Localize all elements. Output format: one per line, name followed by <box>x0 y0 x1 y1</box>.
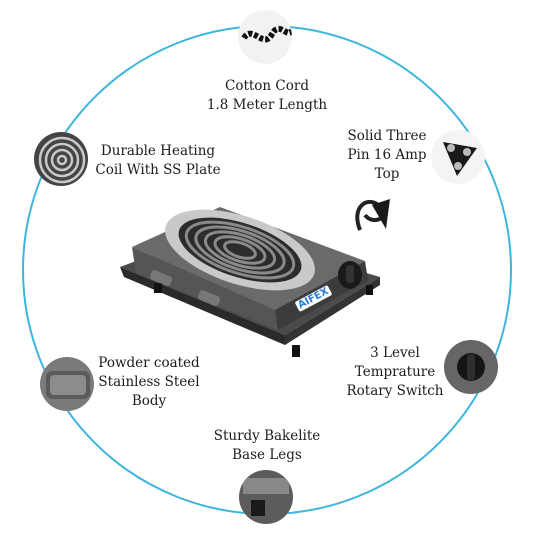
body-feature-label: Powder coated Stainless Steel Body <box>88 354 210 411</box>
legs-feature-label: Sturdy Bakelite Base Legs <box>202 427 332 465</box>
switch-line-3: Rotary Switch <box>346 383 444 399</box>
plug-thumbnail <box>431 130 485 184</box>
coil-feature-label: Durable Heating Coil With SS Plate <box>88 142 228 180</box>
switch-line-2: Temprature <box>354 364 436 380</box>
cord-line-2: 1.8 Meter Length <box>206 97 328 113</box>
cord-thumbnail <box>238 10 292 64</box>
coil-thumbnail <box>34 132 88 186</box>
switch-line-1: 3 Level <box>370 345 420 361</box>
pin-feature-label: Solid Three Pin 16 Amp Top <box>335 127 439 184</box>
body-line-3: Body <box>131 393 167 409</box>
legs-line-1: Sturdy Bakelite <box>213 428 321 444</box>
pin-line-2: Pin 16 Amp <box>347 147 427 163</box>
switch-thumbnail <box>444 340 498 394</box>
switch-feature-label: 3 Level Temprature Rotary Switch <box>342 344 448 401</box>
coil-line-1: Durable Heating <box>100 143 216 159</box>
cord-line-1: Cotton Cord <box>225 78 309 94</box>
coil-line-2: Coil With SS Plate <box>95 162 221 178</box>
legs-thumbnail <box>239 470 293 524</box>
hot-plate-image <box>120 199 390 357</box>
cord-feature-label: Cotton Cord 1.8 Meter Length <box>196 77 338 115</box>
body-line-1: Powder coated <box>98 355 200 371</box>
body-thumbnail <box>40 357 94 411</box>
pin-line-3: Top <box>374 166 400 182</box>
pin-line-1: Solid Three <box>347 128 427 144</box>
body-line-2: Stainless Steel <box>98 374 200 390</box>
legs-line-2: Base Legs <box>232 447 302 463</box>
